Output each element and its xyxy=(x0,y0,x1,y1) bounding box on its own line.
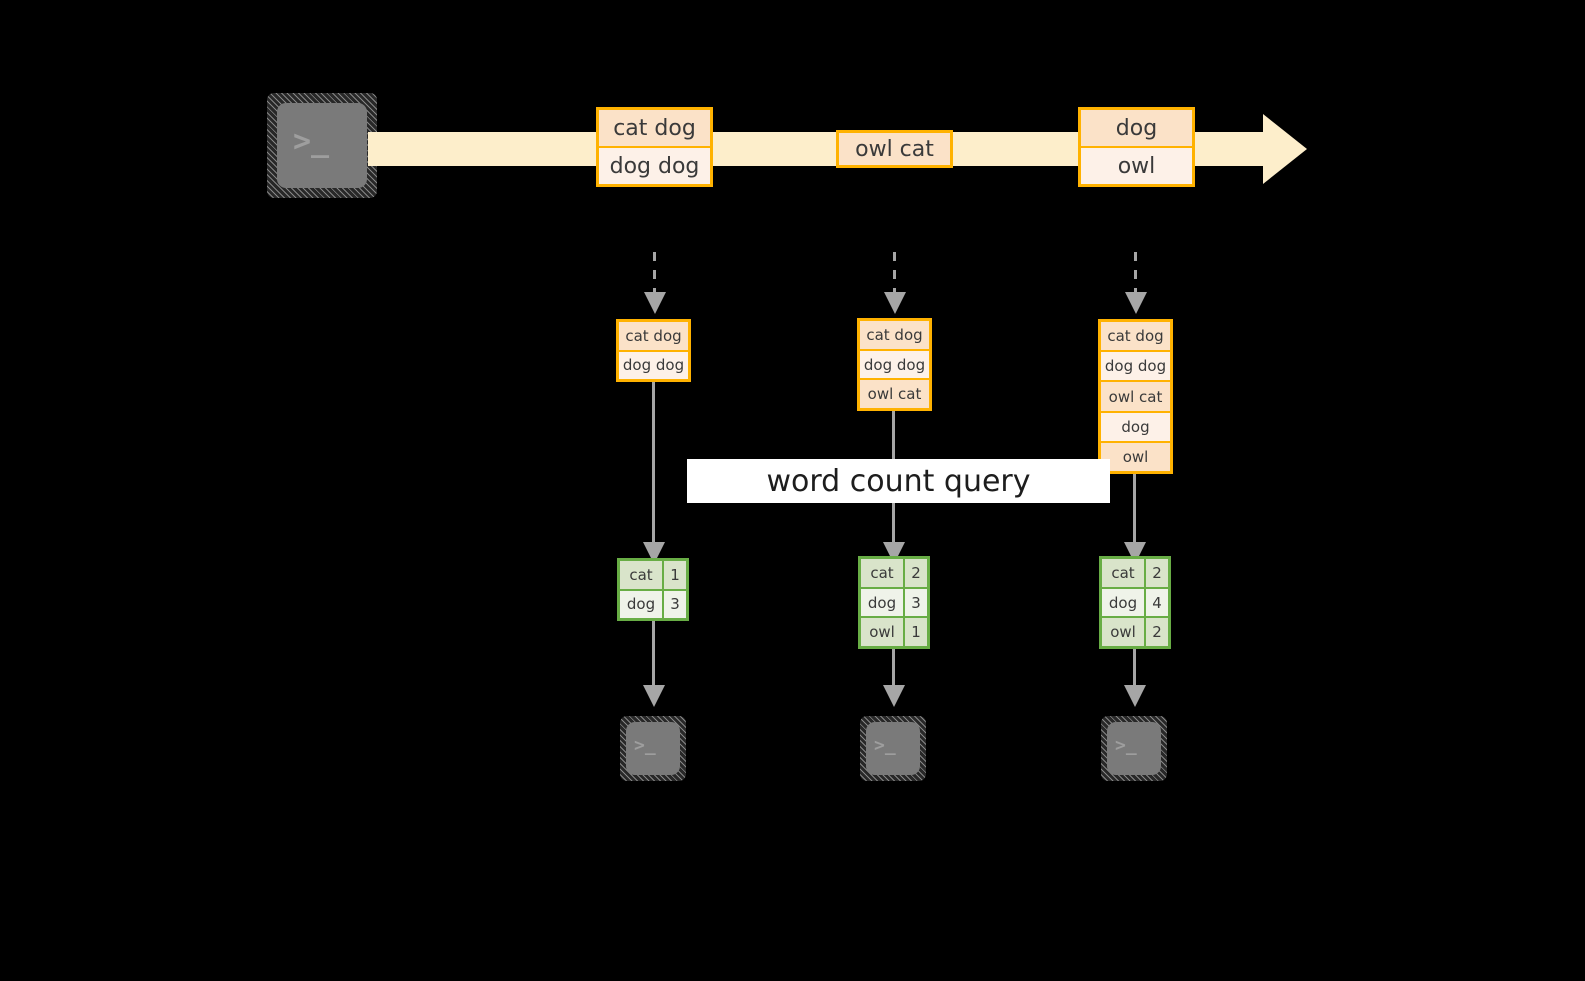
result-count: 3 xyxy=(911,593,921,612)
terminal-prompt-glyph: >_ xyxy=(634,735,656,756)
stream-to-snapshot-arrowhead-1 xyxy=(644,292,666,314)
stream-to-snapshot-arrowhead-2 xyxy=(884,292,906,314)
input-line: dog xyxy=(1101,410,1170,441)
stream-to-snapshot-connector-2 xyxy=(893,252,896,294)
snapshot-1-result-table[interactable]: cat 1 dog 3 xyxy=(617,558,689,621)
input-line: owl cat xyxy=(860,378,929,409)
snapshot-2-input-table[interactable]: cat dog dog dog owl cat xyxy=(857,318,932,411)
result-to-sink-arrowhead-1 xyxy=(643,685,665,707)
result-count: 1 xyxy=(670,565,680,584)
result-count: 2 xyxy=(1152,563,1162,582)
terminal-prompt-glyph: >_ xyxy=(1115,735,1137,756)
result-word: dog xyxy=(1102,588,1146,617)
query-label: word count query xyxy=(687,459,1110,503)
event-line: owl cat xyxy=(839,133,950,165)
sink-terminal-icon-1[interactable]: >_ xyxy=(620,716,686,781)
result-count: 2 xyxy=(911,563,921,582)
terminal-face xyxy=(626,722,680,775)
query-connector-1 xyxy=(652,382,655,547)
result-word: cat xyxy=(620,561,664,589)
stream-to-snapshot-connector-1 xyxy=(653,252,656,294)
snapshot-2-result-table[interactable]: cat 2 dog 3 owl 1 xyxy=(858,556,930,649)
input-line: cat dog xyxy=(860,321,929,349)
result-count: 2 xyxy=(1152,623,1162,642)
table-row: owl 1 xyxy=(861,616,927,647)
input-line: dog dog xyxy=(619,349,688,379)
query-connector-3 xyxy=(1133,474,1136,547)
result-word: dog xyxy=(861,588,905,617)
input-line: cat dog xyxy=(619,322,688,350)
result-to-sink-connector-1 xyxy=(652,621,655,689)
input-line: owl cat xyxy=(1101,380,1170,411)
result-to-sink-connector-2 xyxy=(892,649,895,689)
table-row: dog 3 xyxy=(861,586,927,617)
result-count: 1 xyxy=(911,623,921,642)
result-to-sink-arrowhead-3 xyxy=(1124,685,1146,707)
sink-terminal-icon-3[interactable]: >_ xyxy=(1101,716,1167,781)
table-row: cat 2 xyxy=(861,559,927,587)
event-line: owl xyxy=(1081,146,1192,184)
stream-to-snapshot-arrowhead-3 xyxy=(1125,292,1147,314)
result-count: 4 xyxy=(1152,593,1162,612)
input-line: owl xyxy=(1101,440,1170,472)
event-line: dog dog xyxy=(599,146,710,184)
input-line: dog dog xyxy=(860,348,929,379)
terminal-prompt-glyph: >_ xyxy=(874,735,896,756)
stream-event-3[interactable]: dog owl xyxy=(1078,107,1195,187)
table-row: owl 2 xyxy=(1102,616,1168,647)
result-word: owl xyxy=(861,618,905,647)
stream-to-snapshot-connector-3 xyxy=(1134,252,1137,294)
table-row: dog 3 xyxy=(620,588,686,618)
result-word: owl xyxy=(1102,618,1146,647)
terminal-face xyxy=(866,722,920,775)
input-line: dog dog xyxy=(1101,350,1170,381)
input-line: cat dog xyxy=(1101,322,1170,351)
snapshot-1-input-table[interactable]: cat dog dog dog xyxy=(616,319,691,382)
source-terminal-icon[interactable]: >_ xyxy=(267,93,377,198)
event-line: dog xyxy=(1081,110,1192,146)
snapshot-3-input-table[interactable]: cat dog dog dog owl cat dog owl xyxy=(1098,319,1173,474)
table-row: dog 4 xyxy=(1102,586,1168,617)
result-count: 3 xyxy=(670,595,680,614)
stream-event-1[interactable]: cat dog dog dog xyxy=(596,107,713,187)
terminal-face xyxy=(277,103,367,188)
terminal-prompt-glyph: >_ xyxy=(293,124,330,159)
result-word: dog xyxy=(620,590,664,618)
result-to-sink-arrowhead-2 xyxy=(883,685,905,707)
result-word: cat xyxy=(861,559,905,587)
event-stream-arrowhead xyxy=(1263,114,1307,184)
terminal-face xyxy=(1107,722,1161,775)
table-row: cat 2 xyxy=(1102,559,1168,587)
result-word: cat xyxy=(1102,559,1146,587)
sink-terminal-icon-2[interactable]: >_ xyxy=(860,716,926,781)
stream-event-2[interactable]: owl cat xyxy=(836,130,953,168)
snapshot-3-result-table[interactable]: cat 2 dog 4 owl 2 xyxy=(1099,556,1171,649)
event-line: cat dog xyxy=(599,110,710,146)
table-row: cat 1 xyxy=(620,561,686,589)
result-to-sink-connector-3 xyxy=(1133,649,1136,689)
